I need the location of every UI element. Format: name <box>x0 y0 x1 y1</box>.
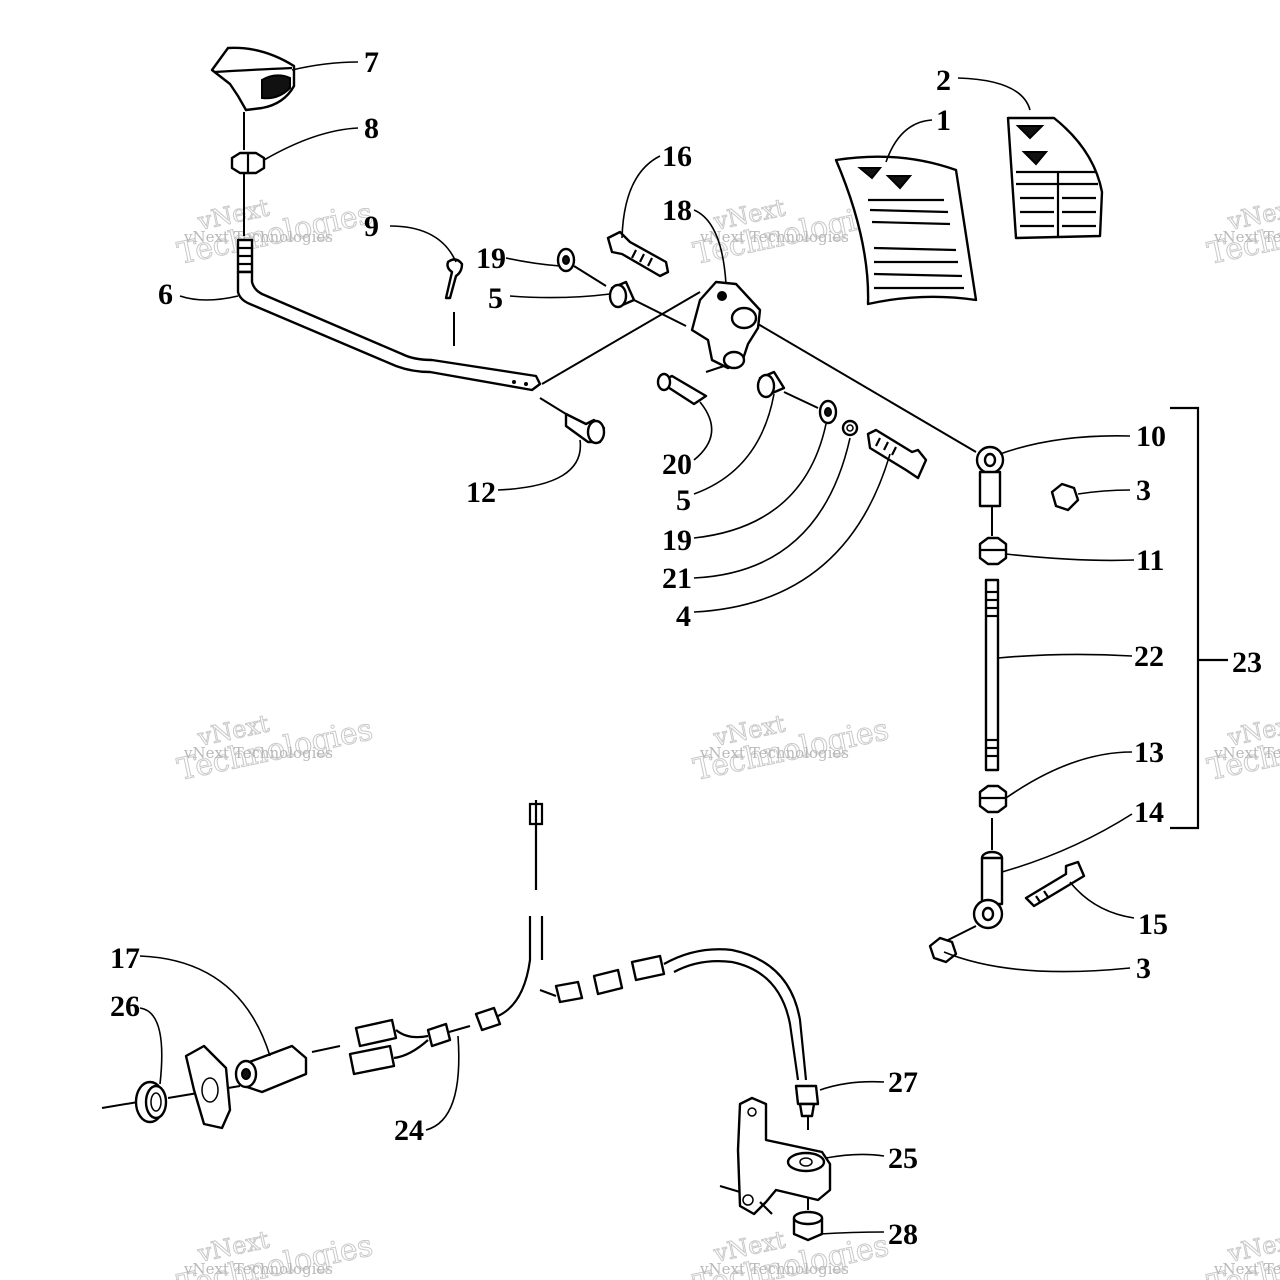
svg-text:vNext Technologies: vNext Technologies <box>1213 744 1280 762</box>
bolt-4-part <box>866 428 928 480</box>
watermark: vNext Technologies vNext Technologies <box>690 709 892 788</box>
watermark: vNext Technologies vNext Technologies <box>174 1225 376 1280</box>
watermark: vNext Technologies vNext Technologies <box>174 709 376 788</box>
svg-text:vNext Technologies: vNext Technologies <box>699 744 849 762</box>
washer-19b-part <box>818 399 838 425</box>
bushing-20-part <box>656 372 708 406</box>
callout-23: 23 <box>1232 646 1262 679</box>
callout-5-upper: 5 <box>488 282 503 315</box>
shift-knob-part <box>210 46 296 112</box>
svg-text:vNext Technologies: vNext Technologies <box>1213 1260 1280 1278</box>
callouts: 7 8 9 6 12 16 18 19 5 20 5 19 21 4 1 2 1… <box>110 46 1262 1251</box>
bushing-5b-part <box>756 370 786 399</box>
washer-19a-part <box>556 247 576 273</box>
nut-3b-part <box>928 936 958 964</box>
callout-12: 12 <box>466 476 496 509</box>
jam-nut-11-part <box>978 536 1008 566</box>
callout-16: 16 <box>662 140 692 173</box>
rod-end-lower-part <box>972 850 1004 930</box>
callout-21: 21 <box>662 562 692 595</box>
bushing-5a-part <box>608 280 636 309</box>
callout-5-lower: 5 <box>676 484 691 517</box>
hex-nut-part <box>230 151 266 175</box>
callout-6: 6 <box>158 278 173 311</box>
shift-arm-bracket-part <box>690 280 762 370</box>
svg-text:vNext Technologies: vNext Technologies <box>699 228 849 246</box>
callout-4: 4 <box>676 600 691 633</box>
callout-22: 22 <box>1134 640 1164 673</box>
mounting-plate-part <box>184 1044 232 1130</box>
callout-25: 25 <box>888 1142 918 1175</box>
callout-18: 18 <box>662 194 692 227</box>
shift-lever-part <box>236 238 542 392</box>
jam-nut-13-part <box>978 784 1008 814</box>
callout-26: 26 <box>110 990 140 1023</box>
callout-1: 1 <box>936 104 951 137</box>
callout-24: 24 <box>394 1114 424 1147</box>
svg-text:vNext Technologies: vNext Technologies <box>183 228 333 246</box>
callout-28: 28 <box>888 1218 918 1251</box>
bezel-ring-part <box>134 1080 168 1124</box>
bolt-16-part <box>606 230 670 278</box>
parts <box>134 46 1228 1242</box>
watermark: vNext Technologies vNext Technologies <box>690 1225 892 1280</box>
svg-text:vNext Technologies: vNext Technologies <box>1213 228 1280 246</box>
callout-13: 13 <box>1134 736 1164 769</box>
rod-end-upper-part <box>975 445 1005 508</box>
callout-14: 14 <box>1134 796 1164 829</box>
ignition-switch-part <box>234 1044 308 1094</box>
assembly-bracket-23 <box>1170 406 1228 830</box>
axis-lines <box>101 112 993 1210</box>
callout-7: 7 <box>364 46 379 79</box>
terminal-27-part <box>794 1084 820 1118</box>
callout-15: 15 <box>1138 908 1168 941</box>
callout-8: 8 <box>364 112 379 145</box>
nut-3a-part <box>1050 482 1080 512</box>
callout-27: 27 <box>888 1066 918 1099</box>
watermark: vNext Technologies vNext Technologies <box>1204 193 1280 272</box>
callout-20: 20 <box>662 448 692 481</box>
leader-lines <box>139 61 1135 1235</box>
wiring-harness-part <box>348 800 808 1081</box>
svg-text:vNext Technologies: vNext Technologies <box>183 1260 333 1278</box>
decal-1-part <box>834 155 978 306</box>
sensor-28-part <box>792 1210 824 1242</box>
watermark: vNext Technologies vNext Technologies <box>1204 709 1280 788</box>
watermark: vNext Technologies vNext Technologies <box>174 193 376 272</box>
bolt-15-part <box>1024 860 1086 908</box>
callout-9: 9 <box>364 210 379 243</box>
callout-17: 17 <box>110 942 140 975</box>
callout-3-lower: 3 <box>1136 952 1151 985</box>
lock-washer-21-part <box>841 419 859 437</box>
callout-19-upper: 19 <box>476 242 506 275</box>
sensor-bracket-part <box>719 1096 832 1216</box>
threaded-rod-part <box>984 578 1000 772</box>
callout-3-upper: 3 <box>1136 474 1151 507</box>
svg-text:vNext Technologies: vNext Technologies <box>699 1260 849 1278</box>
clevis-pin-part <box>564 412 606 445</box>
cotter-pin-part <box>444 258 464 300</box>
decal-2-part <box>1006 116 1104 240</box>
callout-10: 10 <box>1136 420 1166 453</box>
watermark: vNext Technologies vNext Technologies <box>1204 1225 1280 1280</box>
callout-19-lower: 19 <box>662 524 692 557</box>
callout-2: 2 <box>936 64 951 97</box>
svg-text:vNext Technologies: vNext Technologies <box>183 744 333 762</box>
callout-11: 11 <box>1136 544 1164 577</box>
